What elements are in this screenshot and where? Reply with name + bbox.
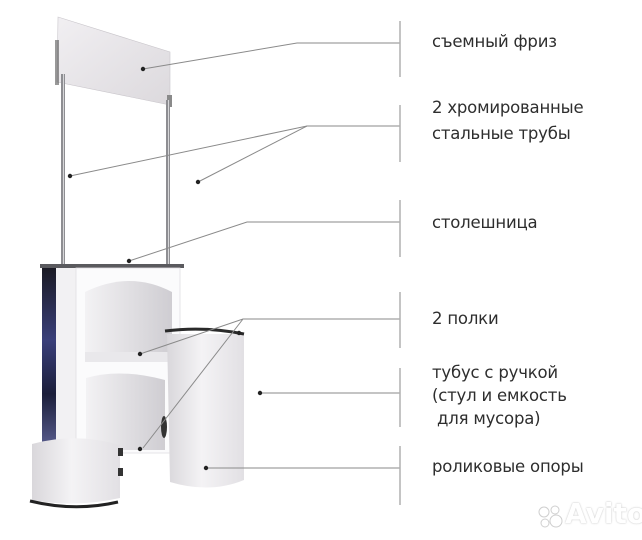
tabletop: [40, 264, 184, 268]
label-tube-case: тубус с ручкой (стул и емкость для мусор…: [432, 363, 567, 428]
label-shelves: 2 полки: [432, 309, 499, 328]
label-tabletop: столешница: [432, 213, 538, 232]
caster-stool: [29, 438, 123, 509]
label-tubes: 2 хромированные стальные трубы: [432, 98, 584, 143]
label-casters: роликовые опоры: [432, 457, 584, 476]
label-frieze: съемный фриз: [432, 32, 557, 51]
chrome-tubes: [61, 74, 170, 266]
avito-logo-icon: [538, 505, 563, 528]
frieze-panel: [55, 16, 172, 107]
watermark: Avito: [565, 497, 642, 530]
tube-case: [161, 327, 245, 488]
leader-dots: [67, 66, 263, 471]
leader-lines: [69, 42, 400, 469]
counter-body: [42, 267, 181, 454]
